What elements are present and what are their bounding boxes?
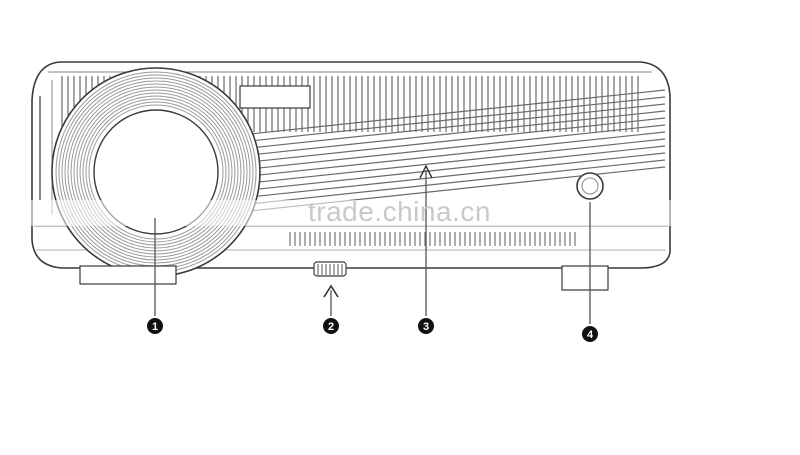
front-foot-right — [561, 265, 609, 291]
lower-vent-grille — [289, 232, 576, 246]
front-foot-left — [79, 265, 177, 285]
vent-slat — [249, 138, 666, 184]
vent-slat — [249, 89, 666, 135]
vent-slat — [249, 117, 666, 163]
vent-slat — [249, 145, 666, 191]
callout-1-number: 1 — [152, 321, 158, 333]
vent-slat — [249, 103, 666, 149]
lens-ring — [82, 98, 230, 246]
lens-ring — [70, 86, 242, 258]
watermark-band — [0, 200, 800, 226]
ir-window — [239, 85, 311, 109]
vent-slat — [249, 124, 666, 170]
lens-ring — [85, 101, 227, 243]
callout-4: 4 — [582, 202, 598, 342]
vent-slat — [249, 131, 666, 177]
vent-slat — [249, 152, 666, 198]
callout-3-number: 3 — [423, 321, 429, 333]
lens — [51, 67, 261, 277]
lens-ring — [76, 92, 236, 252]
power-button — [576, 172, 604, 200]
focus-wheel — [313, 261, 347, 277]
callout-3: 3 — [418, 164, 434, 334]
lens-ring — [64, 80, 248, 264]
callout-4-number: 4 — [587, 329, 594, 341]
lens-ring — [73, 89, 239, 255]
lens-ring — [67, 83, 245, 261]
callout-2: 2 — [323, 284, 339, 334]
vent-slat — [249, 110, 666, 156]
vent-slat — [249, 96, 666, 142]
callout-1: 1 — [147, 218, 163, 334]
lens-ring — [79, 95, 233, 249]
callout-2-number: 2 — [328, 321, 334, 333]
vent-slat — [249, 159, 666, 205]
lens-ring — [88, 104, 224, 240]
